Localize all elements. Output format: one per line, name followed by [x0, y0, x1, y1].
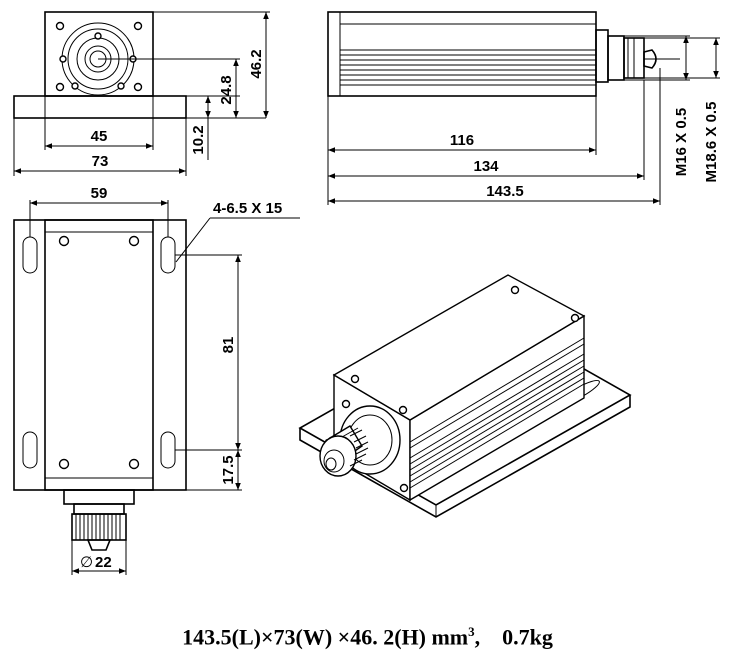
- dim-m16: M16 X 0.5: [673, 108, 690, 176]
- dim-10-2: 10.2: [190, 125, 207, 154]
- diameter-symbol: ∅: [80, 554, 93, 571]
- dim-143-5: 143.5: [486, 183, 524, 200]
- isometric-view: [298, 274, 632, 518]
- dim-46-2: 46.2: [248, 49, 265, 78]
- dim-116: 116: [450, 132, 474, 149]
- dim-59: 59: [91, 185, 108, 202]
- dim-slot-note: 4-6.5 X 15: [213, 200, 282, 217]
- top-view: 59 4-6.5 X 15 81 17.5 ∅ 22: [13, 185, 300, 575]
- dim-17-5: 17.5: [220, 455, 237, 484]
- caption-dimensions: 143.5(L)×73(W) ×46. 2(H) mm: [182, 624, 469, 650]
- caption-weight: , 0.7kg: [474, 624, 553, 650]
- dim-81: 81: [220, 337, 237, 354]
- caption-superscript: 3: [468, 624, 475, 639]
- dim-m18-6: M18.6 X 0.5: [703, 102, 720, 183]
- dim-24-8: 24.8: [218, 75, 235, 104]
- spec-caption: 143.5(L)×73(W) ×46. 2(H) mm3, 0.7kg: [0, 624, 735, 650]
- dim-73: 73: [92, 153, 109, 170]
- dim-45: 45: [91, 128, 108, 145]
- dim-22: 22: [95, 554, 112, 571]
- dim-134: 134: [473, 158, 499, 175]
- side-view: 116 134 143.5 M16 X 0.5 M18.6 X 0.5: [327, 11, 720, 205]
- front-view: 45 73 46.2 24.8 10.2: [13, 11, 270, 176]
